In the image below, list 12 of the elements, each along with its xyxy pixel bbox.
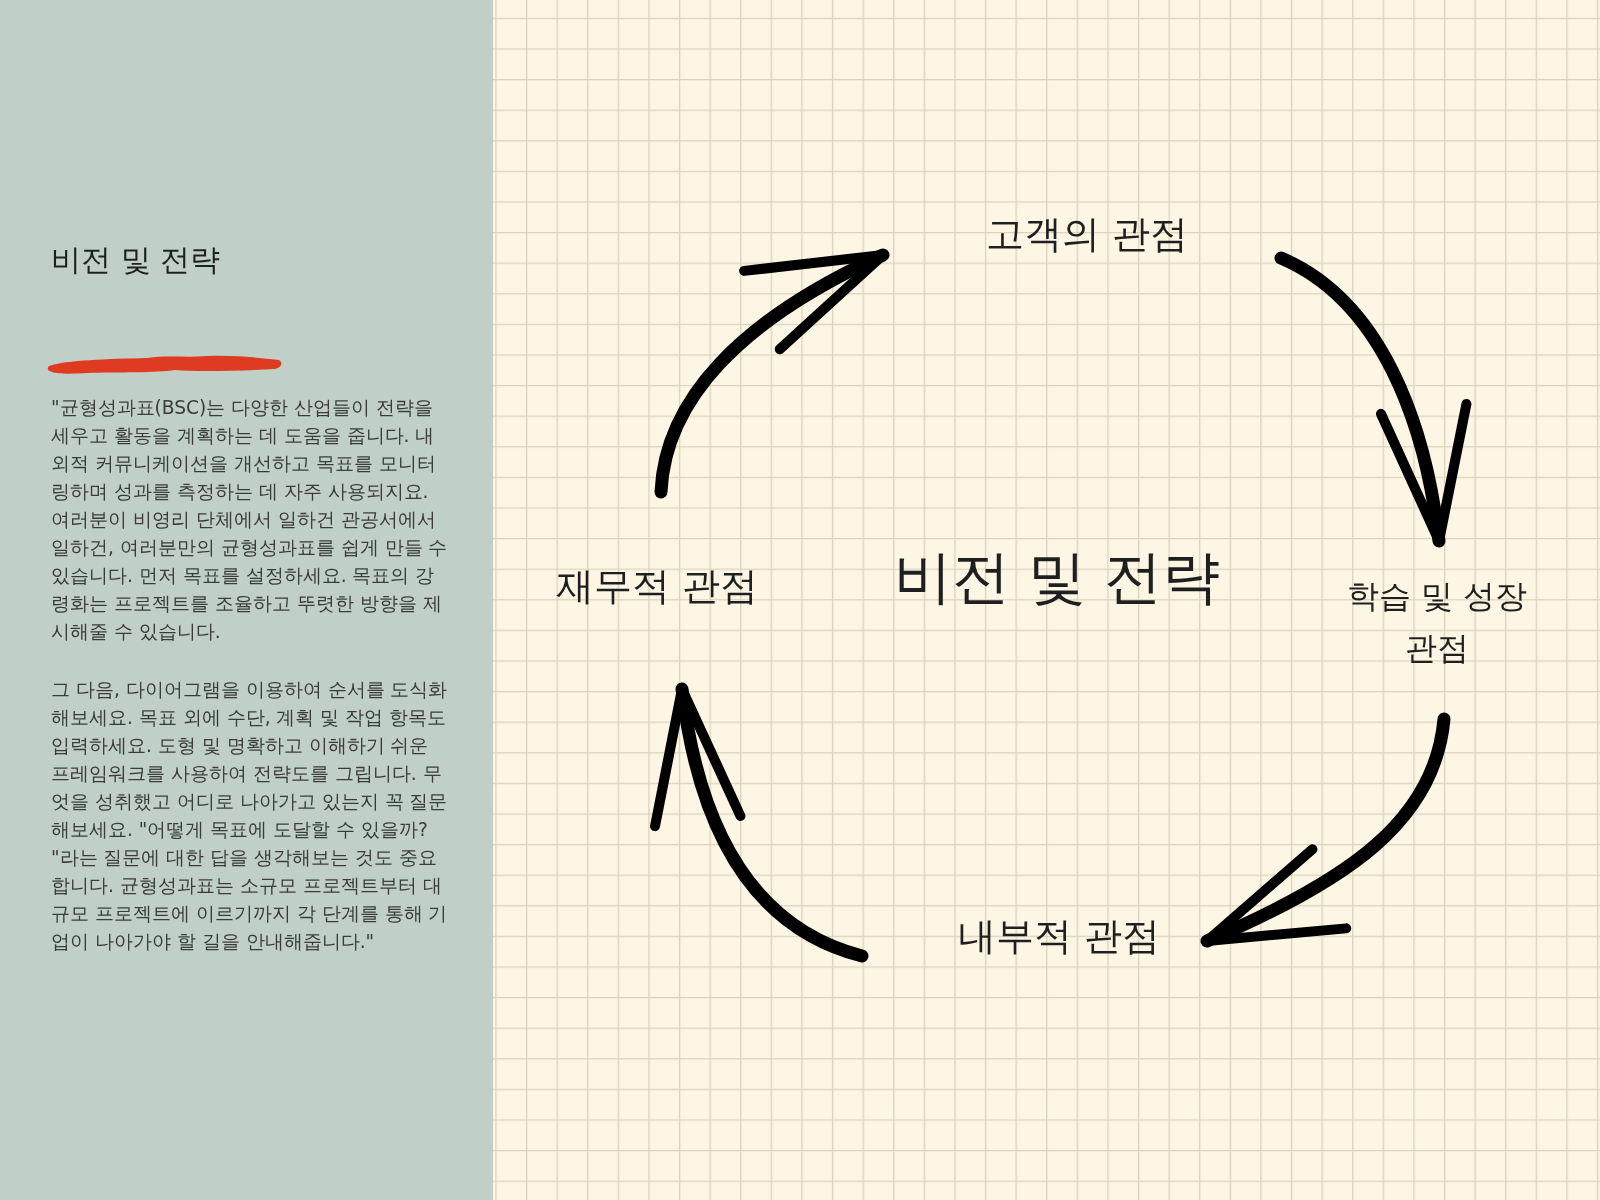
perspective-label: 재무적 관점 bbox=[555, 563, 759, 611]
center-title: 비전 및 전략 bbox=[893, 540, 1221, 614]
curved-arrow bbox=[654, 248, 890, 499]
curved-arrow bbox=[1200, 712, 1451, 948]
perspective-label: 내부적 관점 bbox=[957, 913, 1161, 961]
heading: 비전 및 전략 bbox=[51, 241, 221, 279]
curved-arrow bbox=[1274, 251, 1469, 548]
paragraph: 그 다음, 다이어그램을 이용하여 순서를 도식화해보세요. 목표 외에 수단, 계획 및 작업 항목도 입력하세요. 도형 및 명확하고 이해하기 쉬운 프레임워크를 사용하여 전략도를 그립니다. 무엇을 성취했고 어디로 나아가고 있는지 꼭 질문해보세요. "어떻게 목표에 도달할 수 있을까? "라는 질문에 대한 답을 생각해보는 것도 중요합니다. 균형성과표는 소규모 프로젝트부터 대규모 프로젝트에 이르기까지 각 단계를 통해 기업이 나아가야 할 길을 안내해줍니다." bbox=[51, 678, 448, 954]
paragraph: "균형성과표(BSC)는 다양한 산업들이 전략을 세우고 활동을 계획하는 데 도움을 줍니다. 내외적 커뮤니케이션을 개선하고 목표를 모니터링하며 성과를 측정하는 데 자주 사용되지요. 여러분이 비영리 단체에서 일하건 관공서에서 일하건, 여러분만의 균형성과표를 쉽게 만들 수 있습니다. 먼저 목표를 설정하세요. 목표의 강령화는 프로젝트를 조율하고 뚜렷한 방향을 제시해줄 수 있습니다. bbox=[51, 396, 448, 644]
perspective-label: 고객의 관점 bbox=[985, 211, 1189, 259]
curved-arrow bbox=[653, 682, 869, 963]
perspective-label: 학습 및 성장 관점 bbox=[1337, 570, 1537, 674]
